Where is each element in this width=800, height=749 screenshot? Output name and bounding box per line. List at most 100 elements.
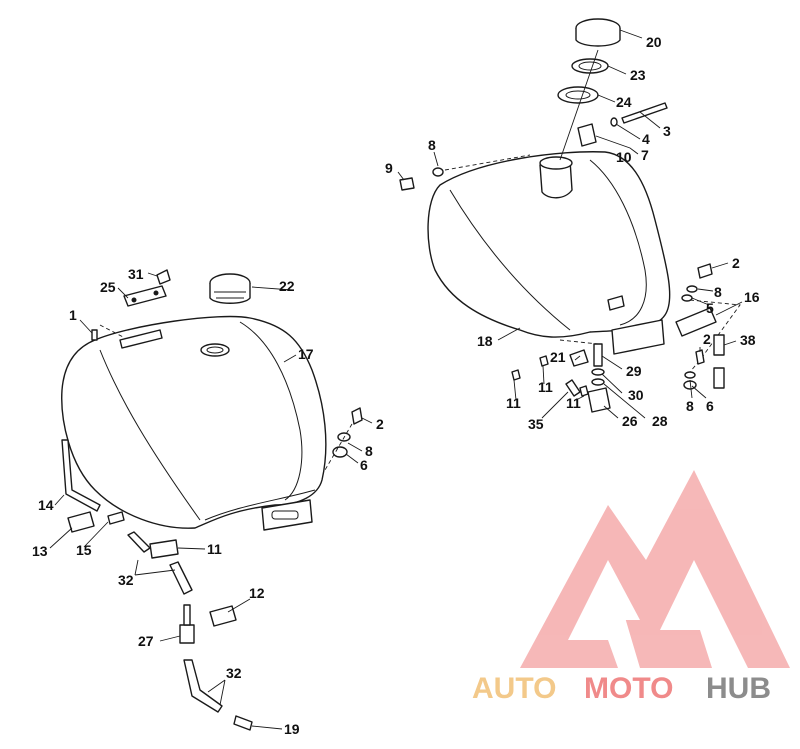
gas-cap-22-side [209,283,251,304]
callout-15: 15 [76,542,92,558]
watermark-logo-shape [520,470,790,668]
leader-lines [49,29,743,730]
callout-13: 13 [32,543,48,559]
dash-1 [99,324,126,339]
callout-11-r2: 11 [538,379,553,395]
right-tank-contour [449,189,571,331]
left-fuel-tank [61,315,327,531]
nut-6-left [332,446,348,458]
bolt-2-right [697,263,713,279]
washer-30 [591,368,605,376]
callout-9: 9 [385,160,393,176]
callout-7: 7 [641,147,649,163]
hose-35 [565,379,581,397]
callout-32-upper: 32 [118,572,134,588]
callout-8-left: 8 [365,443,373,459]
left-rear-mount-slot [271,510,299,520]
fitting-19 [233,715,253,731]
washer-4 [610,117,618,127]
left-tank-contour-2 [239,321,303,501]
washer-8-top [432,167,444,177]
clip-11-b [539,355,549,367]
callout-20: 20 [646,34,662,50]
watermark-moto: MOTO [584,672,673,705]
petcock-27-stem [183,604,191,626]
callout-2-left: 2 [376,416,384,432]
left-filler-neck-inner [206,346,224,354]
dash-right [689,299,741,373]
right-filler-neck [539,159,573,199]
screw-1 [91,329,98,341]
left-tank-seam [204,489,316,521]
callout-6-right: 6 [706,398,714,414]
watermark-logo [520,470,790,668]
spacer-38 [713,334,725,356]
callout-8-top: 8 [428,137,436,153]
right-tank-contour-2 [589,159,647,326]
callout-11-left: 11 [207,541,222,557]
callout-16: 16 [744,289,760,305]
watermark-hub: HUB [706,672,771,705]
callout-26: 26 [622,413,638,429]
callout-38: 38 [740,332,756,348]
nut-21 [569,349,589,367]
left-rear-mount [261,499,313,531]
left-tank-contour [99,349,201,521]
bracket-25-hole-2 [153,290,159,296]
watermark-logo-inner [608,560,640,620]
washer-28 [591,378,605,386]
clip-15 [107,511,125,525]
bolt-3 [621,102,668,124]
right-bottom-bracket [607,295,625,311]
bracket-25-hole [131,297,137,303]
callout-29: 29 [626,363,642,379]
washer-8-right [686,285,698,293]
gasket-23 [571,58,609,74]
callout-22: 22 [279,278,295,294]
nut-9 [399,177,415,191]
fitting-13 [67,511,95,533]
left-tank-body [61,315,327,529]
right-parts [399,18,741,413]
right-fuel-tank [427,151,671,355]
hose-32-lower [169,561,193,595]
bracket-25 [123,285,167,307]
gas-cap-20-side [575,28,621,47]
petcock-27 [179,624,195,644]
callout-11-r1: 11 [506,395,521,411]
callout-3: 3 [663,123,671,139]
callout-23: 23 [630,67,646,83]
clip-11-c [579,385,589,397]
left-front-mount [119,329,163,349]
callout-30: 30 [628,387,644,403]
callout-1: 1 [69,307,77,323]
callout-28: 28 [652,413,668,429]
callout-6-left: 6 [360,457,368,473]
flange-24 [557,86,599,104]
callout-2-lower: 2 [703,331,711,347]
callout-32-lower: 32 [226,665,242,681]
stem-29 [593,343,603,367]
left-filler-neck [200,343,230,357]
callout-5: 5 [706,300,714,316]
watermark-auto: AUTO [472,672,556,705]
callout-17: 17 [298,346,314,362]
callout-25: 25 [100,279,116,295]
dash-top [444,154,531,171]
callout-27: 27 [138,633,154,649]
clip-11-a [511,369,521,381]
callout-12: 12 [249,585,265,601]
callout-4: 4 [642,131,650,147]
callout-35: 35 [528,416,544,432]
nut-31 [156,269,171,285]
callout-8-right: 8 [714,284,722,300]
callout-8-lower: 8 [686,398,694,414]
flange-24-inner [565,90,591,100]
hose-32-bottom [183,659,223,713]
hose-14 [61,439,101,512]
callout-10: 10 [616,149,632,165]
callout-11-r3: 11 [566,395,581,411]
cap-axis [559,49,599,161]
clamp-11-left [149,539,179,559]
callout-18: 18 [477,333,493,349]
